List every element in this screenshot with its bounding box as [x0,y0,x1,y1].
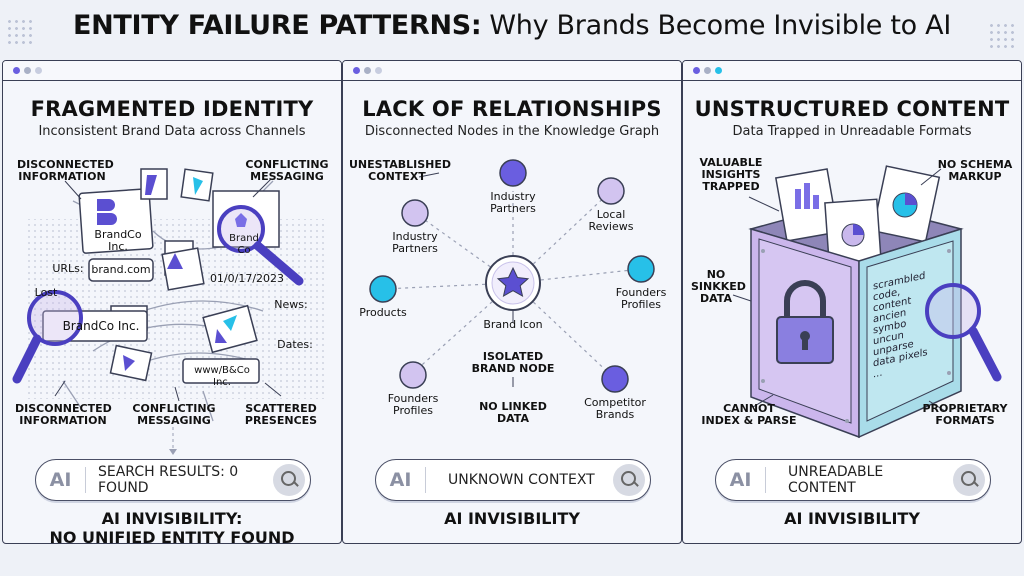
search-icon[interactable] [953,464,985,496]
ai-label: AI [716,467,766,493]
label-scattered-presences: SCATTERED PRESENCES [244,402,318,427]
label-no-linked-data: NO LINKED DATA [479,400,547,425]
page-title: ENTITY FAILURE PATTERNS:Why Brands Becom… [0,10,1024,41]
fragment-url-value: brand.com [91,263,151,276]
node-competitor-brands: Competitor Brands [584,396,646,421]
panel-title: LACK OF RELATIONSHIPS [362,97,662,121]
fragment-date: 01/0/17/2023 [209,272,285,285]
label-conflicting-messaging-bottom: CONFLICTING MESSAGING [132,402,216,427]
label-valuable-insights-trapped: VALUABLE INSIGHTS TRAPPED [699,156,763,193]
node-founders-profiles-bottom: Founders Profiles [387,392,439,417]
locked-box-illustration [732,165,1002,439]
knowledge-graph-illustration [369,159,655,393]
fragment-urls: URLs: [52,262,84,275]
fragment-news: News: [274,298,308,311]
search-bar[interactable]: AI SEARCH RESULTS: 0 FOUND [35,459,311,501]
label-conflicting-messaging-top: CONFLICTING MESSAGING [245,158,329,183]
search-icon[interactable] [273,464,305,496]
fragment-brand-co-lens: Brand Co [229,233,259,256]
label-cannot-index-parse: CANNOT INDEX & PARSE [701,402,797,427]
fragment-www: www/B&Co Inc. [194,365,250,388]
label-disconnected-information-bottom: DISCONNECTED INFORMATION [15,402,112,427]
panel-title: UNSTRUCTURED CONTENT [694,97,1010,121]
search-bar[interactable]: AI UNKNOWN CONTEXT [375,459,651,501]
window-bar [3,61,341,81]
fragment-brandco-2: BrandCo Inc. [62,319,140,333]
panel-title: FRAGMENTED IDENTITY [30,97,314,121]
node-industry-partners-top: Industry Partners [490,190,536,215]
label-unestablished-context: UNESTABLISHED CONTEXT [349,158,451,183]
panel-lack-of-relationships: LACK OF RELATIONSHIPS Disconnected Nodes… [342,60,682,544]
result-text: AI INVISIBILITY: NO UNIFIED ENTITY FOUND [49,509,295,544]
ai-label: AI [376,467,426,493]
fragment-brandco: BrandCo Inc. [94,228,142,253]
search-text: UNREADABLE CONTENT [788,464,884,496]
node-industry-partners-left: Industry Partners [392,230,438,255]
label-disconnected-information-top: DISCONNECTED INFORMATION [17,158,114,183]
dot-grid-decoration [6,18,34,46]
window-bar [683,61,1021,81]
result-text: AI INVISIBILITY [784,509,920,528]
search-text: SEARCH RESULTS: 0 FOUND [98,464,239,496]
panel-subtitle: Data Trapped in Unreadable Formats [732,124,972,139]
node-founders-profiles-right: Founders Profiles [615,286,667,311]
title-rest: Why Brands Become Invisible to AI [489,10,952,41]
window-bar [343,61,681,81]
label-proprietary-formats: PROPRIETARY FORMATS [922,402,1008,427]
ai-label: AI [36,467,86,493]
search-bar[interactable]: AI UNREADABLE CONTENT [715,459,991,501]
node-brand-icon: Brand Icon [483,318,543,331]
fragment-dates: Dates: [277,338,313,351]
panel-subtitle: Inconsistent Brand Data across Channels [38,124,306,139]
search-icon[interactable] [613,464,645,496]
title-bold: ENTITY FAILURE PATTERNS: [72,10,482,41]
search-text: UNKNOWN CONTEXT [448,472,595,488]
panel-subtitle: Disconnected Nodes in the Knowledge Grap… [364,124,660,139]
fragments-illustration [12,168,325,455]
node-local-reviews: Local Reviews [588,208,634,233]
label-isolated-brand-node: ISOLATED BRAND NODE [471,350,555,375]
label-no-schema-markup: NO SCHEMA MARKUP [937,158,1013,183]
panel-fragmented-identity: FRAGMENTED IDENTITY Inconsistent Brand D… [2,60,342,544]
dot-grid-decoration [988,22,1016,50]
label-no-sinkked-data: NO SINKKED DATA [691,268,746,305]
result-text: AI INVISIBILITY [444,509,580,528]
fragment-lost: Lost [34,286,58,299]
panel-unstructured-content: UNSTRUCTURED CONTENT Data Trapped in Unr… [682,60,1022,544]
node-products: Products [359,306,407,319]
scrambled-text: scrambled code, content ancien symbo unc… [873,270,928,381]
